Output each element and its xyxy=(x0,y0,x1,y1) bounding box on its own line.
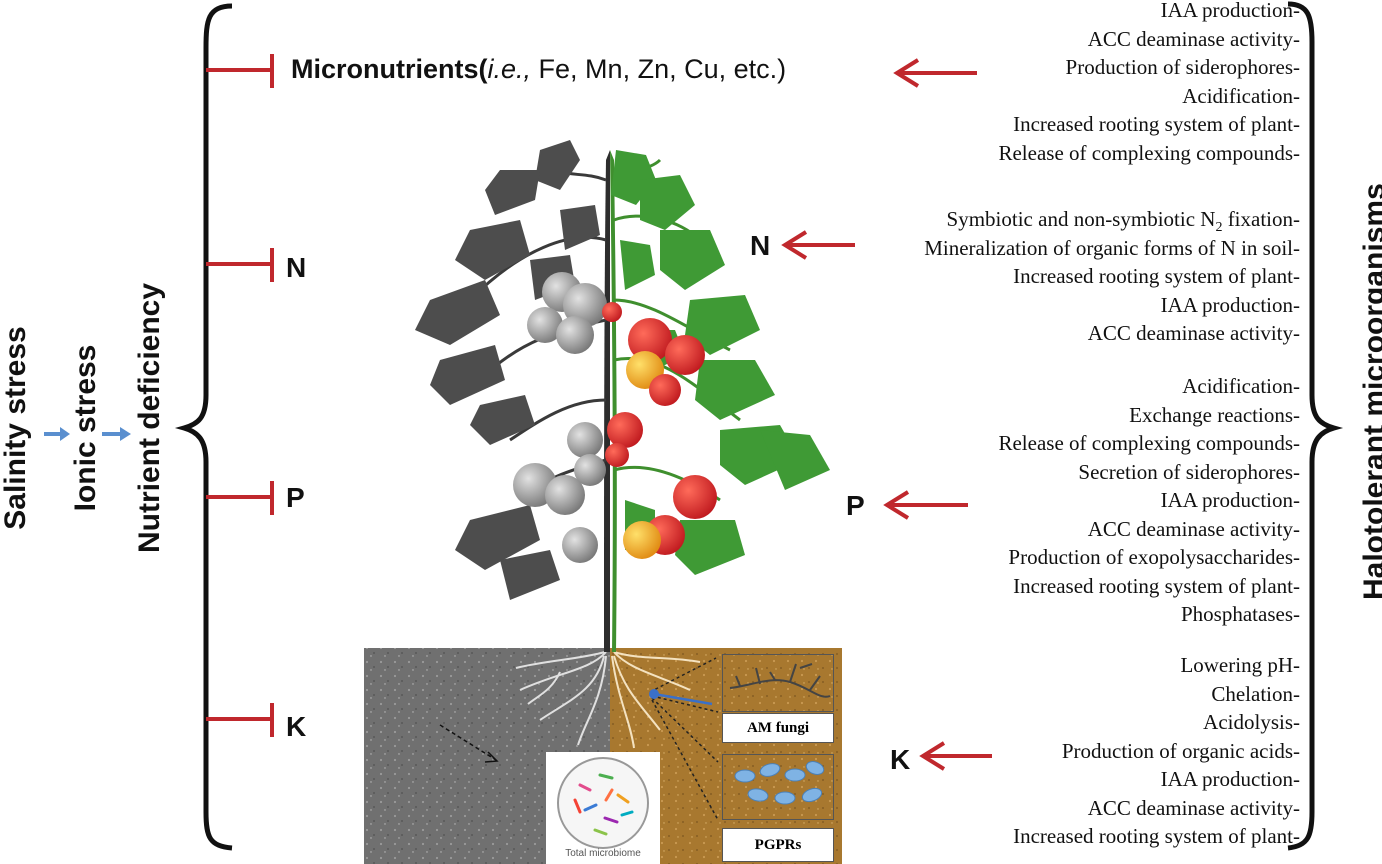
plant-stem-gray xyxy=(604,150,610,652)
red-arrows xyxy=(781,58,992,771)
tomatoes-colored xyxy=(602,302,717,559)
mechanism-item: Production of organic acids- xyxy=(1061,738,1300,763)
micronutrients-paren: ( xyxy=(478,54,488,84)
mechanism-item: Release of complexing compounds- xyxy=(998,140,1300,165)
phosphorus-mechanisms: Acidification- Exchange reactions- Relea… xyxy=(998,372,1300,629)
pgprs-label: PGPRs xyxy=(722,828,834,862)
right-brace xyxy=(1287,1,1344,851)
nutrient-right-n: N xyxy=(750,230,771,261)
tomatoes-gray xyxy=(513,272,607,563)
nutrient-left-p: P xyxy=(286,482,305,513)
mechanism-item: Chelation- xyxy=(1211,681,1300,706)
mechanism-item: Acidolysis- xyxy=(1203,710,1300,734)
mechanism-item: Increased rooting system of plant- xyxy=(1013,264,1300,288)
potassium-mechanisms: Lowering pH- Chelation- Acidolysis- Prod… xyxy=(1013,651,1300,851)
mechanism-item: Increased rooting system of plant- xyxy=(1013,824,1300,848)
roots-right xyxy=(611,651,701,749)
mechanism-item: Production of exopolysaccharides- xyxy=(1008,545,1300,569)
roots-left xyxy=(515,651,607,746)
nutrient-left-n: N xyxy=(286,252,307,283)
inhibition-bars xyxy=(206,54,274,737)
leaves-gray xyxy=(415,140,600,600)
mechanism-item: Secretion of siderophores- xyxy=(1078,459,1300,484)
blue-flow-arrows xyxy=(44,427,131,441)
nitrogen-mechanisms: Symbiotic and non-symbiotic N2 fixation-… xyxy=(924,205,1300,348)
micronutrient-mechanisms: IAA production- ACC deaminase activity- … xyxy=(998,0,1300,167)
micronutrients-list: Fe, Mn, Zn, Cu, etc.) xyxy=(531,54,787,84)
mechanism-item: IAA production- xyxy=(1160,488,1300,512)
mechanism-item: Phosphatases- xyxy=(1181,602,1300,626)
mechanism-item: Exchange reactions- xyxy=(1129,402,1300,427)
micronutrients-title: Micronutrients(i.e., Fe, Mn, Zn, Cu, etc… xyxy=(291,54,786,85)
left-brace xyxy=(174,3,233,851)
bacteria-drawing xyxy=(734,761,825,805)
micronutrients-ie: i.e., xyxy=(487,54,532,84)
mechanism-item: ACC deaminase activity- xyxy=(1087,795,1300,820)
nutrient-right-k: K xyxy=(890,744,911,775)
mechanism-item: IAA production- xyxy=(1160,0,1300,22)
micronutrients-prefix: Micronutrients xyxy=(291,54,479,84)
mechanism-item: Increased rooting system of plant- xyxy=(1013,112,1300,136)
mechanism-item: ACC deaminase activity- xyxy=(1087,321,1300,345)
mechanism-item: IAA production- xyxy=(1160,292,1300,317)
mechanism-item: ACC deaminase activity- xyxy=(1087,26,1300,51)
nutrient-left-k: K xyxy=(286,711,307,742)
mechanism-item: Mineralization of organic forms of N in … xyxy=(924,235,1300,260)
mechanism-item: IAA production- xyxy=(1160,767,1300,791)
mechanism-item: ACC deaminase activity- xyxy=(1087,516,1300,541)
total-microbiome-caption: Total microbiome xyxy=(565,848,641,859)
microbiome-circle xyxy=(546,752,660,864)
am-fungi-drawing xyxy=(729,663,831,698)
pgpr-image-box xyxy=(722,754,834,820)
am-fungi-label: AM fungi xyxy=(722,713,834,743)
mechanism-item: Increased rooting system of plant- xyxy=(1013,573,1300,598)
plant-stem-green xyxy=(610,150,617,652)
mechanism-item: Lowering pH- xyxy=(1180,653,1300,677)
mechanism-item: Production of siderophores- xyxy=(1065,55,1300,79)
nutrient-right-p: P xyxy=(846,490,865,521)
mechanism-item: Release of complexing compounds- xyxy=(998,431,1300,455)
mechanism-item-n-fixation: Symbiotic and non-symbiotic N2 fixation- xyxy=(946,207,1300,236)
mechanism-item: Acidification- xyxy=(1182,374,1300,398)
mechanism-item: Acidification- xyxy=(1182,83,1300,108)
am-fungi-image-box xyxy=(722,654,834,712)
leaves-green xyxy=(611,150,830,575)
